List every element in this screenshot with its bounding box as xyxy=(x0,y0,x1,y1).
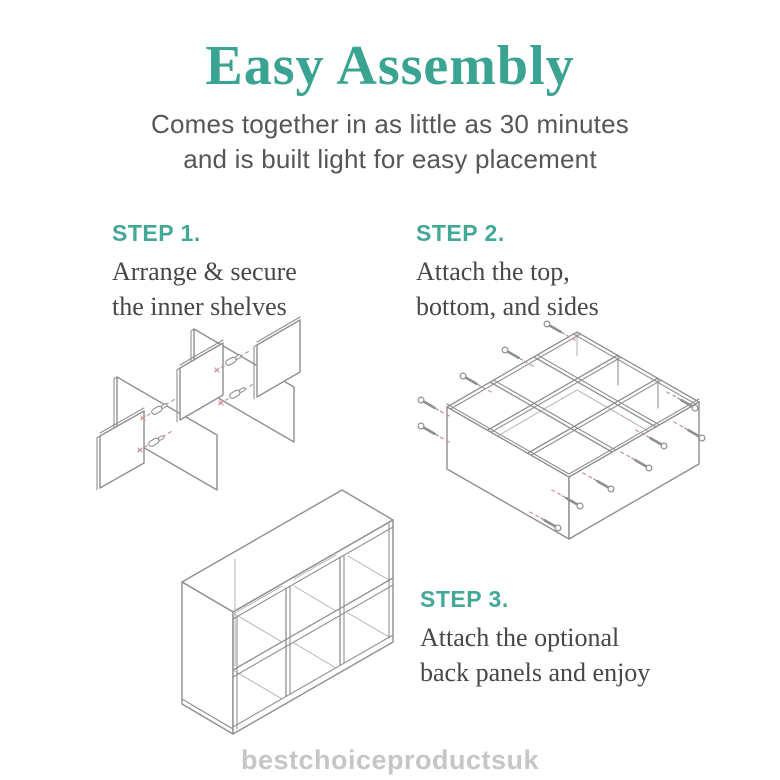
shelf-front-opening-face xyxy=(232,519,394,735)
side-panel-front-left xyxy=(446,406,570,540)
subtitle-line-2: and is built light for easy placement xyxy=(183,144,597,174)
step-3-desc-line-1: Attach the optional xyxy=(420,623,620,652)
back-walls xyxy=(446,331,700,410)
square-shelf-panel-left xyxy=(96,407,145,491)
shelf-grid xyxy=(181,523,394,730)
inner-cross-dividers xyxy=(487,354,663,518)
step-1-illustration-inner-shelves xyxy=(96,316,301,491)
shelf-back-edges xyxy=(232,554,390,700)
step-2-desc-line-1: Attach the top, xyxy=(416,257,570,286)
step-1-label: STEP 1. xyxy=(112,220,201,246)
step-3-label: STEP 3. xyxy=(420,586,509,612)
step-3-text-block: STEP 3. Attach the optional back panels … xyxy=(420,586,740,690)
step-2-description: Attach the top, bottom, and sides xyxy=(416,254,736,324)
square-shelf-panel-middle xyxy=(176,339,224,423)
step-1-desc-line-2: the inner shelves xyxy=(112,292,287,321)
screws-left-group xyxy=(415,318,578,444)
page-subtitle: Comes together in as little as 30 minute… xyxy=(0,107,780,177)
step-2-illustration-frame-screws xyxy=(415,318,708,540)
screws-right-group xyxy=(527,390,708,534)
subtitle-line-1: Comes together in as little as 30 minute… xyxy=(151,109,629,139)
step-2-desc-line-2: bottom, and sides xyxy=(416,292,599,321)
step-2-text-block: STEP 2. Attach the top, bottom, and side… xyxy=(416,220,736,324)
brand-watermark: bestchoiceproductsuk xyxy=(240,745,540,775)
step-3-description: Attach the optional back panels and enjo… xyxy=(420,620,740,690)
step-2-label: STEP 2. xyxy=(416,220,505,246)
step-1-description: Arrange & secure the inner shelves xyxy=(112,254,432,324)
step-3-illustration-assembled-shelf xyxy=(181,489,394,735)
page-title: Easy Assembly xyxy=(205,35,575,97)
side-panel-front-right xyxy=(568,401,700,540)
step-1-text-block: STEP 1. Arrange & secure the inner shelv… xyxy=(112,220,432,324)
step-1-desc-line-1: Arrange & secure xyxy=(112,257,297,286)
square-shelf-panel-right xyxy=(253,316,301,400)
step-3-desc-line-2: back panels and enjoy xyxy=(420,658,651,687)
